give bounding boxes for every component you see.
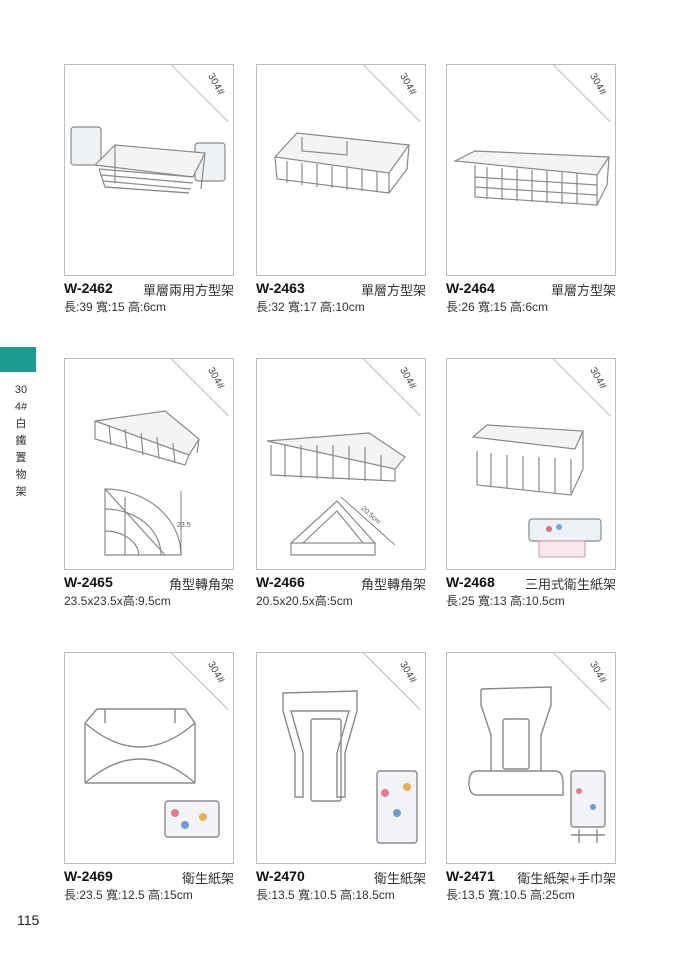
product-card-w2468[interactable]: 304# [446,358,616,570]
card-corner-fold [183,653,233,703]
drawing-dimension-label: 23.5 [177,522,191,529]
product-image-w2465: 23.5 [94,410,200,556]
product-card-w2463[interactable]: 304# [256,64,426,276]
card-corner-fold [183,359,233,409]
card-corner-fold [565,359,615,409]
product-dimensions: 長:26 寬:15 高:6cm [446,300,549,314]
product-card-w2469[interactable]: 304# [64,652,234,864]
product-image-w2471 [468,686,606,843]
side-accent-bar [0,347,36,372]
product-name: 衛生紙架+手巾架 [517,871,616,886]
product-code: W-2463 [256,280,305,296]
product-name: 衛生紙架 [181,871,234,886]
product-image-w2466: 20.5cm [266,432,406,556]
product-dimensions: 長:13.5 寬:10.5 高:25cm [446,888,575,902]
product-card-w2471[interactable]: 304# [446,652,616,864]
product-code: W-2465 [64,574,113,590]
product-card-w2462[interactable]: 304# [64,64,234,276]
page-number: 115 [17,912,40,928]
product-name: 衛生紙架 [373,871,426,886]
product-image-w2468 [471,424,602,558]
product-code: W-2469 [64,868,113,884]
product-code: W-2466 [256,574,305,590]
product-image-w2469 [84,708,220,838]
product-image-w2462 [70,126,226,194]
product-image-w2463 [273,132,411,194]
product-image-w2464 [452,150,611,206]
product-dimensions: 長:13.5 寬:10.5 高:18.5cm [256,888,395,902]
product-name: 三用式衛生紙架 [524,577,616,592]
product-code: W-2464 [446,280,495,296]
product-name: 角型轉角架 [360,577,426,592]
card-corner-fold [375,359,425,409]
product-dimensions: 23.5x23.5x高:9.5cm [64,594,171,608]
card-corner-fold [565,653,615,703]
product-name: 單層方型架 [550,283,616,298]
product-card-w2464[interactable]: 304# [446,64,616,276]
product-dimensions: 長:39 寬:15 高:6cm [64,300,167,314]
product-name: 單層兩用方型架 [142,283,234,298]
card-corner-fold [183,65,233,115]
product-name: 單層方型架 [360,283,426,298]
card-corner-fold [375,653,425,703]
card-corner-fold [565,65,615,115]
product-card-w2466[interactable]: 20.5cm 304# [256,358,426,570]
product-code: W-2468 [446,574,495,590]
product-code: W-2470 [256,868,305,884]
card-corner-fold [375,65,425,115]
product-dimensions: 20.5x20.5x高:5cm [256,594,353,608]
product-dimensions: 長:25 寬:13 高:10.5cm [446,594,565,608]
product-dimensions: 長:32 寬:17 高:10cm [256,300,365,314]
product-dimensions: 長:23.5 寬:12.5 高:15cm [64,888,193,902]
product-card-w2470[interactable]: 304# [256,652,426,864]
side-category-label: 304#白鐵置物架 [14,384,28,498]
product-name: 角型轉角架 [168,577,234,592]
product-code: W-2462 [64,280,113,296]
product-image-w2470 [282,690,418,844]
product-code: W-2471 [446,868,495,884]
product-card-w2465[interactable]: 23.5 304# [64,358,234,570]
